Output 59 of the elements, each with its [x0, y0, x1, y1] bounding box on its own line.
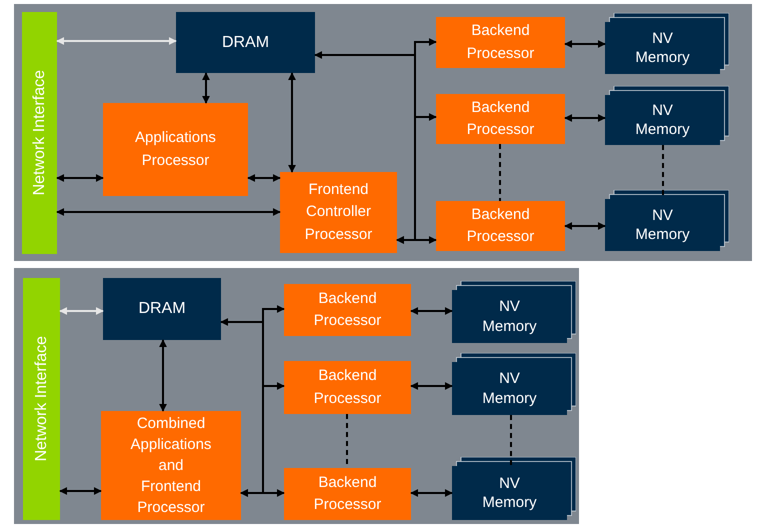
box-label: Applications Processor: [134, 128, 217, 170]
arrow: [410, 382, 453, 390]
box-label: Backend Processor: [466, 21, 536, 64]
dashed-connector: [499, 144, 501, 201]
arrow: [240, 489, 285, 497]
processor-box: [436, 201, 565, 251]
arrow: [564, 40, 606, 48]
memory-stack: [605, 190, 729, 251]
processor-box: [101, 411, 241, 520]
arrow: [288, 72, 296, 173]
box-label: NV Memory: [481, 297, 538, 336]
arrow: [56, 208, 281, 216]
memory-box: [176, 12, 315, 73]
processor-box: [284, 284, 411, 336]
arrow: [56, 174, 104, 182]
memory-box: [103, 278, 221, 340]
processor-box: [436, 17, 565, 68]
processor-box: [436, 94, 565, 144]
arrow: [410, 489, 453, 497]
box-label: DRAM: [138, 299, 186, 319]
memory-stack: [605, 13, 729, 74]
arrow: [202, 72, 210, 104]
box-label: Frontend Controller Processor: [304, 180, 374, 245]
panel-background: [14, 268, 579, 524]
box-label: NV Memory: [481, 474, 538, 513]
box-label: NV Memory: [634, 206, 691, 245]
vertical-label: Network Interface: [30, 70, 48, 196]
box-label: Backend Processor: [466, 204, 536, 247]
box-label: Backend Processor: [312, 288, 382, 331]
arrow: [396, 236, 437, 244]
arrow: [59, 307, 104, 315]
box-label: DRAM: [222, 32, 270, 52]
processor-box: [284, 361, 411, 414]
arrow: [59, 487, 102, 495]
interface-bar: [23, 278, 60, 520]
arrow: [410, 307, 453, 315]
memory-stack: [452, 457, 576, 520]
arrow: [159, 339, 167, 412]
memory-stack: [452, 281, 576, 343]
box-label: Backend Processor: [312, 472, 382, 515]
arrow: [56, 37, 177, 45]
dashed-connector: [510, 415, 512, 466]
processor-box: [280, 172, 397, 253]
interface-bar: [22, 12, 57, 254]
arrow: [564, 222, 606, 230]
vertical-label: Network Interface: [32, 336, 50, 462]
memory-stack: [605, 86, 729, 145]
processor-box: [103, 103, 248, 196]
box-label: NV Memory: [634, 28, 691, 68]
box-label: NV Memory: [634, 100, 691, 140]
arrow: [247, 174, 281, 182]
box-label: Combined Applications and Frontend Processor: [130, 414, 212, 518]
panel-background: [14, 4, 752, 261]
processor-box: [284, 468, 411, 520]
box-label: NV Memory: [481, 369, 538, 408]
memory-stack: [452, 353, 576, 415]
box-label: Backend Processor: [312, 366, 382, 408]
box-label: Backend Processor: [466, 98, 536, 140]
arrow: [564, 114, 606, 122]
